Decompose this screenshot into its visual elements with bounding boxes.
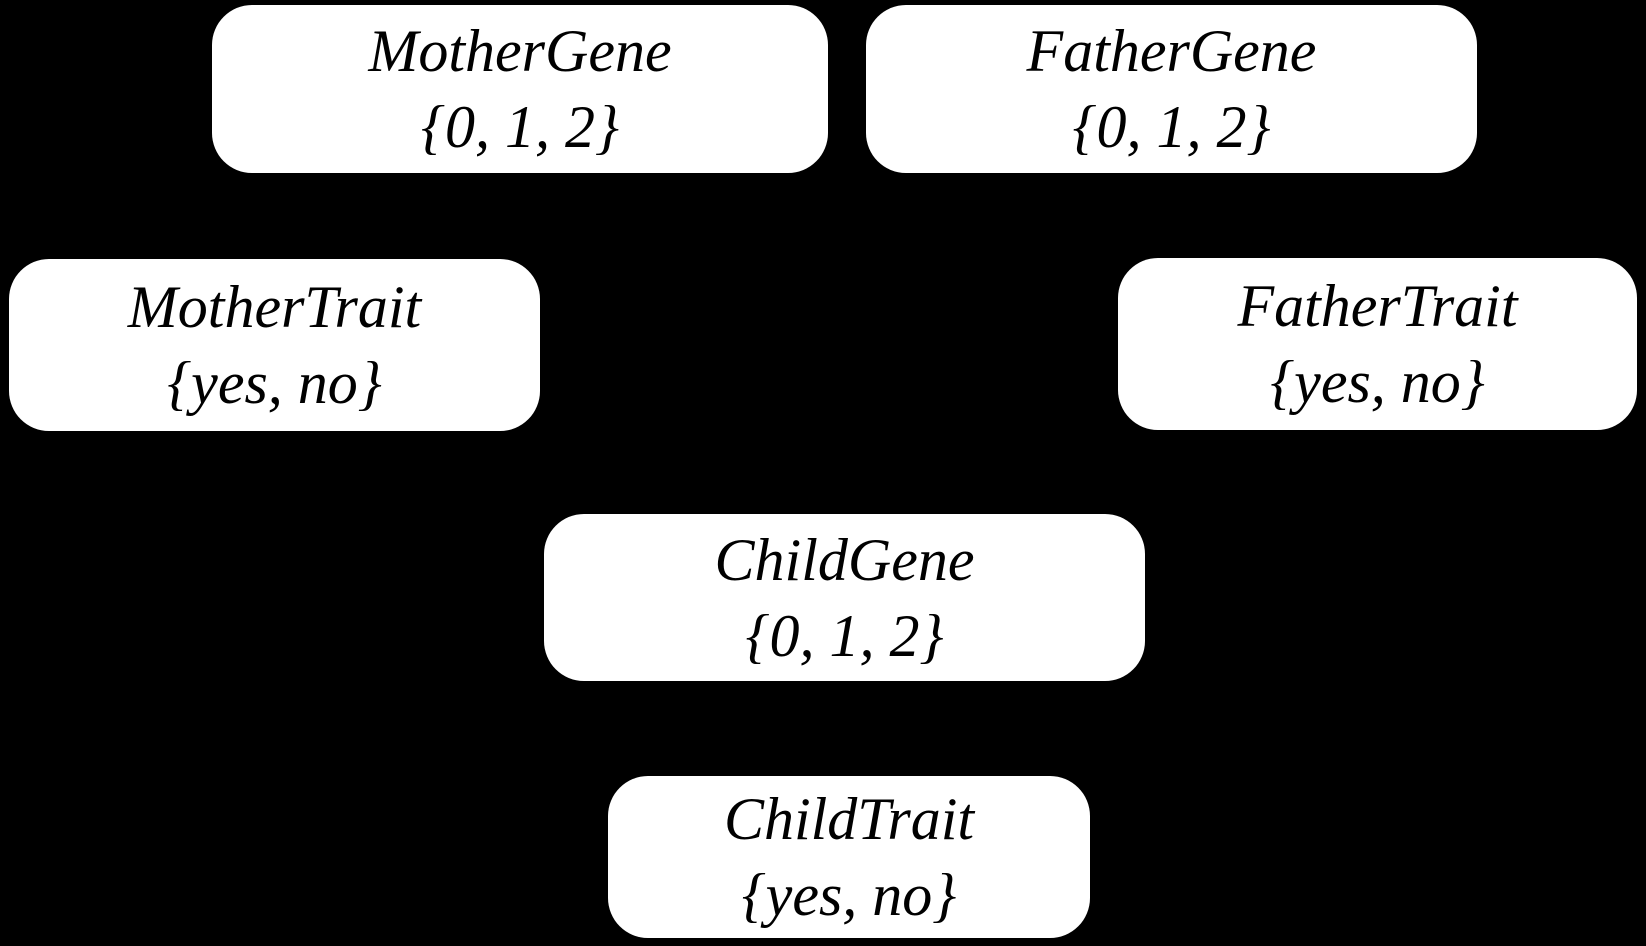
node-mother-trait: MotherTrait {yes, no} [9, 259, 540, 431]
node-mother-gene-label: MotherGene [368, 18, 672, 84]
node-father-trait-domain: {yes, no} [1270, 349, 1485, 415]
node-father-gene: FatherGene {0, 1, 2} [866, 5, 1477, 173]
node-father-gene-domain: {0, 1, 2} [1072, 94, 1271, 160]
node-mother-trait-label: MotherTrait [127, 274, 422, 340]
node-child-trait-domain: {yes, no} [741, 862, 957, 928]
node-child-trait-label: ChildTrait [723, 786, 975, 852]
node-child-trait: ChildTrait {yes, no} [608, 776, 1090, 938]
node-mother-gene: MotherGene {0, 1, 2} [212, 5, 828, 173]
node-child-gene: ChildGene {0, 1, 2} [544, 514, 1145, 681]
node-child-gene-label: ChildGene [714, 526, 975, 593]
node-child-gene-domain: {0, 1, 2} [745, 602, 944, 669]
node-father-trait: FatherTrait {yes, no} [1118, 258, 1637, 430]
node-father-trait-label: FatherTrait [1237, 273, 1518, 339]
node-mother-gene-domain: {0, 1, 2} [421, 94, 619, 160]
node-mother-trait-domain: {yes, no} [167, 350, 382, 416]
node-father-gene-label: FatherGene [1026, 18, 1317, 84]
